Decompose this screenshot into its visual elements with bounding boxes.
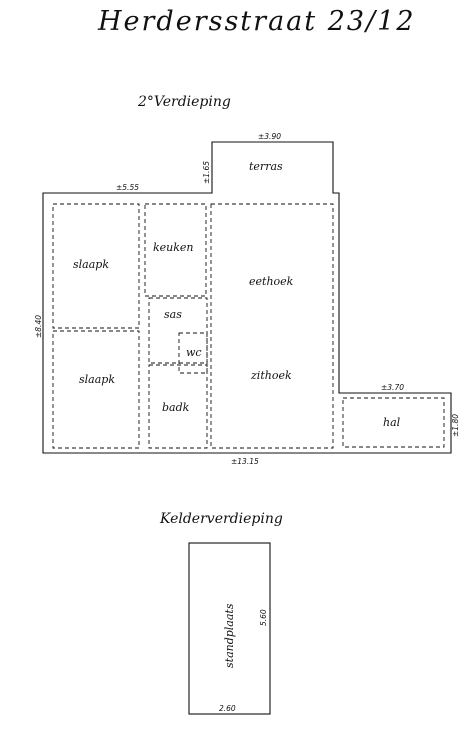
room-living [210, 203, 334, 449]
label-keuken: keuken [153, 241, 194, 254]
dim-left-width: ±5.55 [116, 183, 139, 192]
room-badk [148, 364, 208, 449]
label-standplaats: standplaats [223, 603, 236, 668]
dim-basement-length: 5.60 [259, 609, 268, 626]
dim-hal-height: ±1.80 [451, 414, 460, 437]
room-wc [178, 332, 208, 374]
dim-total-width: ±13.15 [231, 457, 259, 466]
room-slaapk-2 [52, 330, 140, 449]
label-sas: sas [164, 308, 182, 321]
dim-hal-width: ±3.70 [381, 383, 404, 392]
label-terras: terras [249, 160, 283, 173]
label-slaapk-1: slaapk [73, 258, 109, 271]
label-zithoek: zithoek [250, 369, 292, 382]
label-slaapk-2: slaapk [79, 373, 115, 386]
dim-terras-height: ±1.65 [202, 161, 211, 184]
label-wc: wc [186, 346, 202, 359]
page-title: Herdersstraat 23/12 [97, 6, 416, 37]
room-hal [342, 397, 445, 448]
floor2-label: 2°Verdieping [137, 94, 231, 110]
basement-label: Kelderverdieping [159, 511, 283, 527]
dim-height: ±8.40 [34, 315, 43, 338]
basement-outer-wall [188, 542, 271, 715]
label-hal: hal [383, 416, 401, 429]
dim-basement-width: 2.60 [219, 704, 236, 713]
label-badk: badk [162, 401, 190, 414]
room-keuken [144, 203, 207, 297]
room-sas [148, 297, 208, 364]
floor2-outer-wall [42, 141, 452, 454]
label-eethoek: eethoek [249, 275, 294, 288]
dim-terras-width: ±3.90 [258, 132, 281, 141]
room-slaapk-1 [52, 203, 140, 329]
